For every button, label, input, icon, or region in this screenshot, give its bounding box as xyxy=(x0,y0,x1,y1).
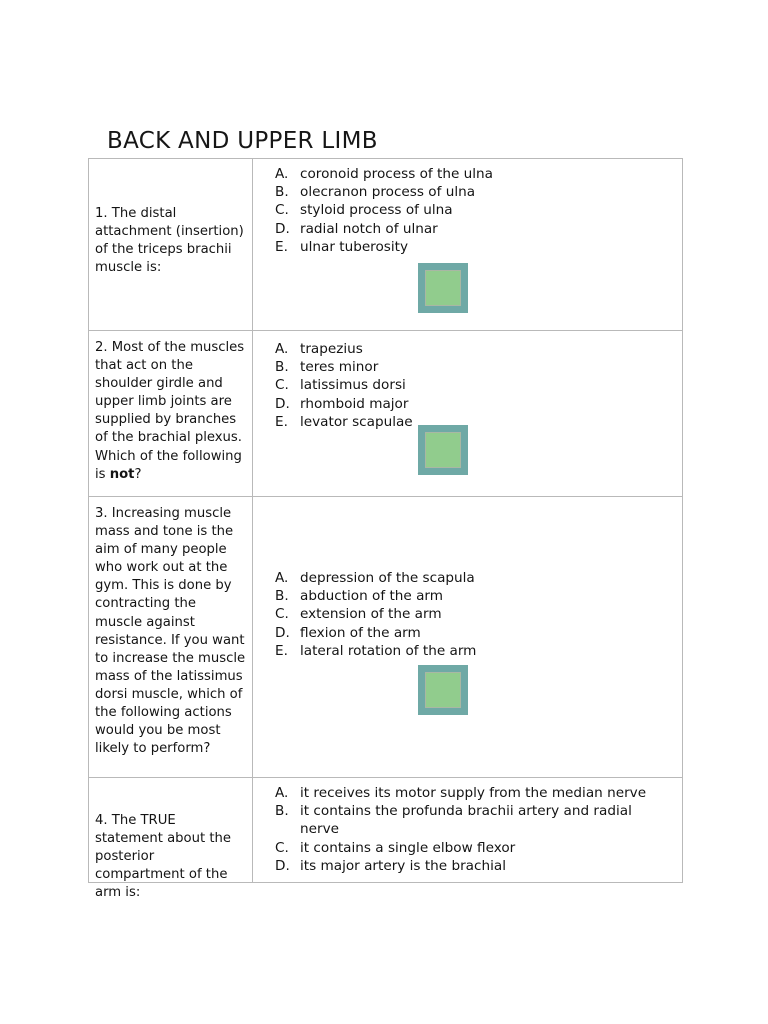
option-letter: A. xyxy=(275,341,289,357)
answer-option[interactable]: B. abduction of the arm xyxy=(275,587,674,605)
option-text: rhomboid major xyxy=(300,395,409,412)
option-text: its major artery is the brachial xyxy=(300,857,506,874)
page-title: BACK AND UPPER LIMB xyxy=(107,128,378,154)
question-cell-4: 4. The TRUE statement about the posterio… xyxy=(88,777,253,900)
answer-option-list-4: A. it receives its motor supply from the… xyxy=(253,778,682,875)
answers-cell-3: A. depression of the scapula B. abductio… xyxy=(252,496,683,778)
quiz-table: 1. The distal attachment (insertion) of … xyxy=(88,158,683,900)
question-text-emphasis: not xyxy=(109,466,135,482)
option-text: it contains the profunda brachii artery … xyxy=(300,803,632,838)
answer-option[interactable]: D. its major artery is the brachial xyxy=(275,857,674,875)
option-text: radial notch of ulnar xyxy=(300,220,438,237)
question-text-3: 3. Increasing muscle mass and tone is th… xyxy=(95,506,246,757)
option-text: teres minor xyxy=(300,359,379,376)
option-text: abduction of the arm xyxy=(300,588,444,605)
option-text: depression of the scapula xyxy=(300,570,475,586)
answer-option[interactable]: A. trapezius xyxy=(275,340,674,358)
option-letter: E. xyxy=(275,238,288,255)
table-row: 4. The TRUE statement about the posterio… xyxy=(88,777,683,900)
answer-option-list-2: A. trapezius B. teres minor C. latissimu… xyxy=(253,331,682,431)
option-letter: B. xyxy=(275,359,289,376)
option-letter: A. xyxy=(275,166,289,182)
option-text: styloid process of ulna xyxy=(300,202,453,219)
answer-option[interactable]: B. teres minor xyxy=(275,358,674,376)
answer-option[interactable]: D. flexion of the arm xyxy=(275,624,674,642)
option-letter: B. xyxy=(275,588,289,605)
table-row: 1. The distal attachment (insertion) of … xyxy=(88,158,683,331)
option-letter: B. xyxy=(275,803,289,820)
answer-option[interactable]: E. lateral rotation of the arm xyxy=(275,642,674,660)
option-letter: E. xyxy=(275,642,288,659)
answer-option-list-1: A. coronoid process of the ulna B. olecr… xyxy=(253,159,682,256)
option-text: it contains a single elbow flexor xyxy=(300,839,516,856)
green-square-placeholder-icon xyxy=(418,665,468,715)
question-cell-2: 2. Most of the muscles that act on the s… xyxy=(88,330,253,497)
question-text-4: 4. The TRUE statement about the posterio… xyxy=(95,813,231,901)
option-letter: C. xyxy=(275,202,289,219)
answer-option[interactable]: D. radial notch of ulnar xyxy=(275,220,674,238)
answer-option[interactable]: A. coronoid process of the ulna xyxy=(275,165,674,183)
option-text: olecranon process of ulna xyxy=(300,184,476,201)
option-letter: C. xyxy=(275,839,289,856)
answer-option[interactable]: A. depression of the scapula xyxy=(275,569,674,587)
option-letter: A. xyxy=(275,570,289,586)
option-text: it receives its motor supply from the me… xyxy=(300,785,647,801)
question-cell-3: 3. Increasing muscle mass and tone is th… xyxy=(88,496,253,778)
table-row: 2. Most of the muscles that act on the s… xyxy=(88,330,683,497)
green-square-placeholder-icon xyxy=(418,263,468,313)
answer-option[interactable]: C. extension of the arm xyxy=(275,605,674,623)
answers-cell-1: A. coronoid process of the ulna B. olecr… xyxy=(252,158,683,331)
option-letter: B. xyxy=(275,184,289,201)
answer-option[interactable]: D. rhomboid major xyxy=(275,395,674,413)
question-text-1: 1. The distal attachment (insertion) of … xyxy=(95,206,244,276)
answer-option-list-3: A. depression of the scapula B. abductio… xyxy=(253,497,682,660)
answer-option[interactable]: C. styloid process of ulna xyxy=(275,201,674,219)
question-cell-1: 1. The distal attachment (insertion) of … xyxy=(88,158,253,331)
green-square-inner xyxy=(425,270,461,306)
option-text: coronoid process of the ulna xyxy=(300,166,494,182)
option-letter: D. xyxy=(275,624,290,641)
question-text-lead: 2. Most of the muscles that act on the s… xyxy=(95,340,245,482)
option-text: flexion of the arm xyxy=(300,624,421,641)
answers-cell-4: A. it receives its motor supply from the… xyxy=(252,777,683,883)
green-square-inner xyxy=(425,672,461,708)
answer-option[interactable]: E. levator scapulae xyxy=(275,413,674,431)
question-text-2: 2. Most of the muscles that act on the s… xyxy=(89,331,252,484)
option-text: levator scapulae xyxy=(300,413,413,430)
option-text: trapezius xyxy=(300,341,363,357)
question-text-tail: ? xyxy=(134,466,142,482)
option-letter: D. xyxy=(275,395,290,412)
answer-option[interactable]: B. olecranon process of ulna xyxy=(275,183,674,201)
option-letter: D. xyxy=(275,857,290,874)
option-text: latissimus dorsi xyxy=(300,377,406,394)
option-letter: C. xyxy=(275,377,289,394)
answer-option[interactable]: C. it contains a single elbow flexor xyxy=(275,839,674,857)
option-letter: E. xyxy=(275,413,288,430)
green-square-placeholder-icon xyxy=(418,425,468,475)
answer-option[interactable]: B. it contains the profunda brachii arte… xyxy=(275,802,674,838)
answer-option[interactable]: A. it receives its motor supply from the… xyxy=(275,784,674,802)
option-text: ulnar tuberosity xyxy=(300,238,409,255)
option-text: lateral rotation of the arm xyxy=(300,642,477,659)
green-square-inner xyxy=(425,432,461,468)
answer-option[interactable]: C. latissimus dorsi xyxy=(275,376,674,394)
answer-option[interactable]: E. ulnar tuberosity xyxy=(275,238,674,256)
answers-cell-2: A. trapezius B. teres minor C. latissimu… xyxy=(252,330,683,497)
option-letter: C. xyxy=(275,606,289,623)
option-text: extension of the arm xyxy=(300,606,442,623)
option-letter: D. xyxy=(275,220,290,237)
option-letter: A. xyxy=(275,785,289,801)
table-row: 3. Increasing muscle mass and tone is th… xyxy=(88,496,683,778)
